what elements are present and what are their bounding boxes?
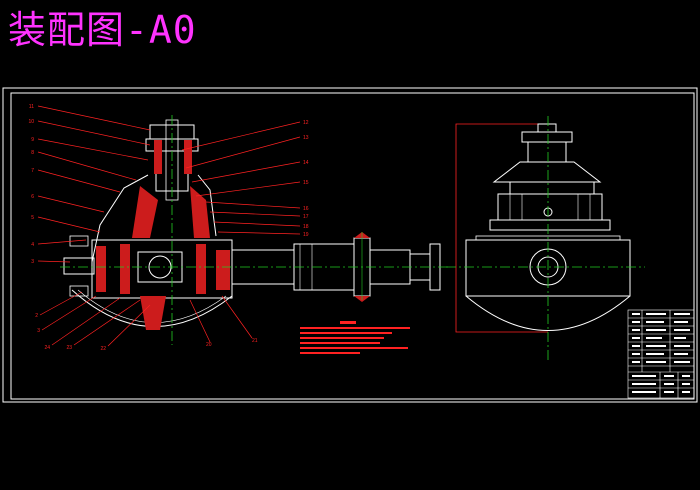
balloon-left-13: 22	[100, 346, 106, 352]
outer-frame	[2, 87, 698, 403]
drawing-title: 装配图-A0	[8, 8, 197, 52]
balloon-right-2: 14	[303, 160, 309, 166]
balloon-left-6: 5	[31, 215, 34, 221]
balloon-left-0: 11	[29, 104, 34, 110]
side-view	[446, 116, 645, 360]
balloon-left-1: 10	[28, 119, 34, 125]
balloon-right-5: 17	[303, 214, 309, 220]
balloon-left-8: 3	[31, 259, 34, 265]
title-block	[627, 309, 695, 399]
balloon-right-0: 12	[303, 120, 309, 126]
balloon-left-4: 7	[31, 168, 34, 174]
balloon-left-7: 4	[31, 242, 34, 248]
balloon-right-1: 13	[303, 135, 309, 141]
balloon-left-12: 23	[66, 345, 72, 351]
balloon-right-7: 19	[303, 232, 309, 238]
balloon-right-3: 15	[303, 180, 309, 186]
balloon-left-10: 3	[37, 328, 40, 334]
inner-frame	[10, 92, 695, 400]
section-view	[60, 115, 450, 345]
balloon-left-3: 8	[31, 150, 34, 156]
balloon-left-11: 24	[44, 345, 50, 351]
balloon-left-2: 9	[31, 137, 34, 143]
technical-notes	[300, 321, 410, 354]
balloon-left-9: 2	[35, 313, 38, 319]
balloon-right-6: 18	[303, 224, 309, 230]
balloon-labels: 11 10 9 8 7 6 5 4 3 2 3 24 23 22 12 13 1…	[28, 104, 308, 352]
balloon-left-5: 6	[31, 194, 34, 200]
right-leaders	[181, 121, 301, 343]
left-leaders	[37, 105, 151, 347]
balloon-right-8: 20	[206, 342, 212, 348]
title-block-entries	[632, 313, 690, 393]
balloon-right-9: 21	[252, 338, 258, 344]
balloon-right-4: 16	[303, 206, 309, 212]
